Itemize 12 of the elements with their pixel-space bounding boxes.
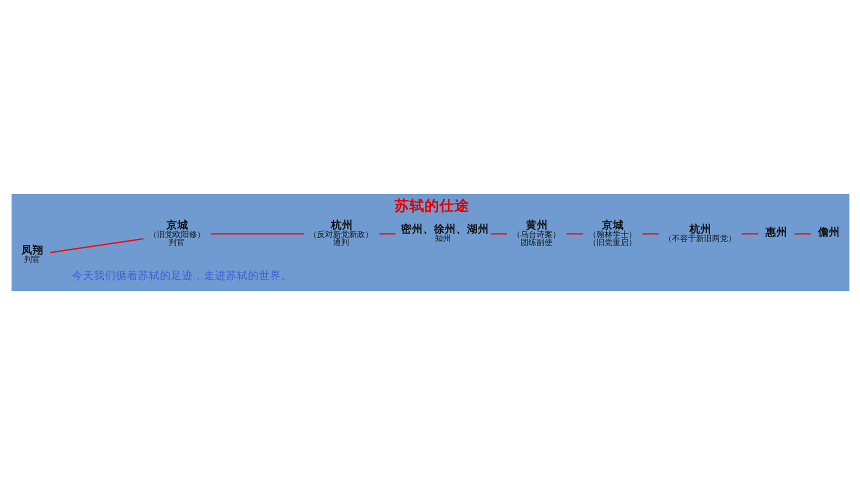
connector (642, 232, 658, 234)
connector (210, 232, 304, 234)
connector (50, 238, 144, 253)
connector (378, 232, 395, 234)
connector (566, 232, 582, 234)
connector (490, 232, 506, 234)
connector (741, 232, 758, 234)
caption: 今天我们循着苏轼的足迹，走进苏轼的世界。 (72, 268, 292, 282)
connector (794, 232, 810, 234)
node-text: 儋州 (818, 225, 840, 238)
diagram-title: 苏轼的仕途 (394, 196, 469, 214)
node-text: 惠州 (765, 225, 788, 238)
